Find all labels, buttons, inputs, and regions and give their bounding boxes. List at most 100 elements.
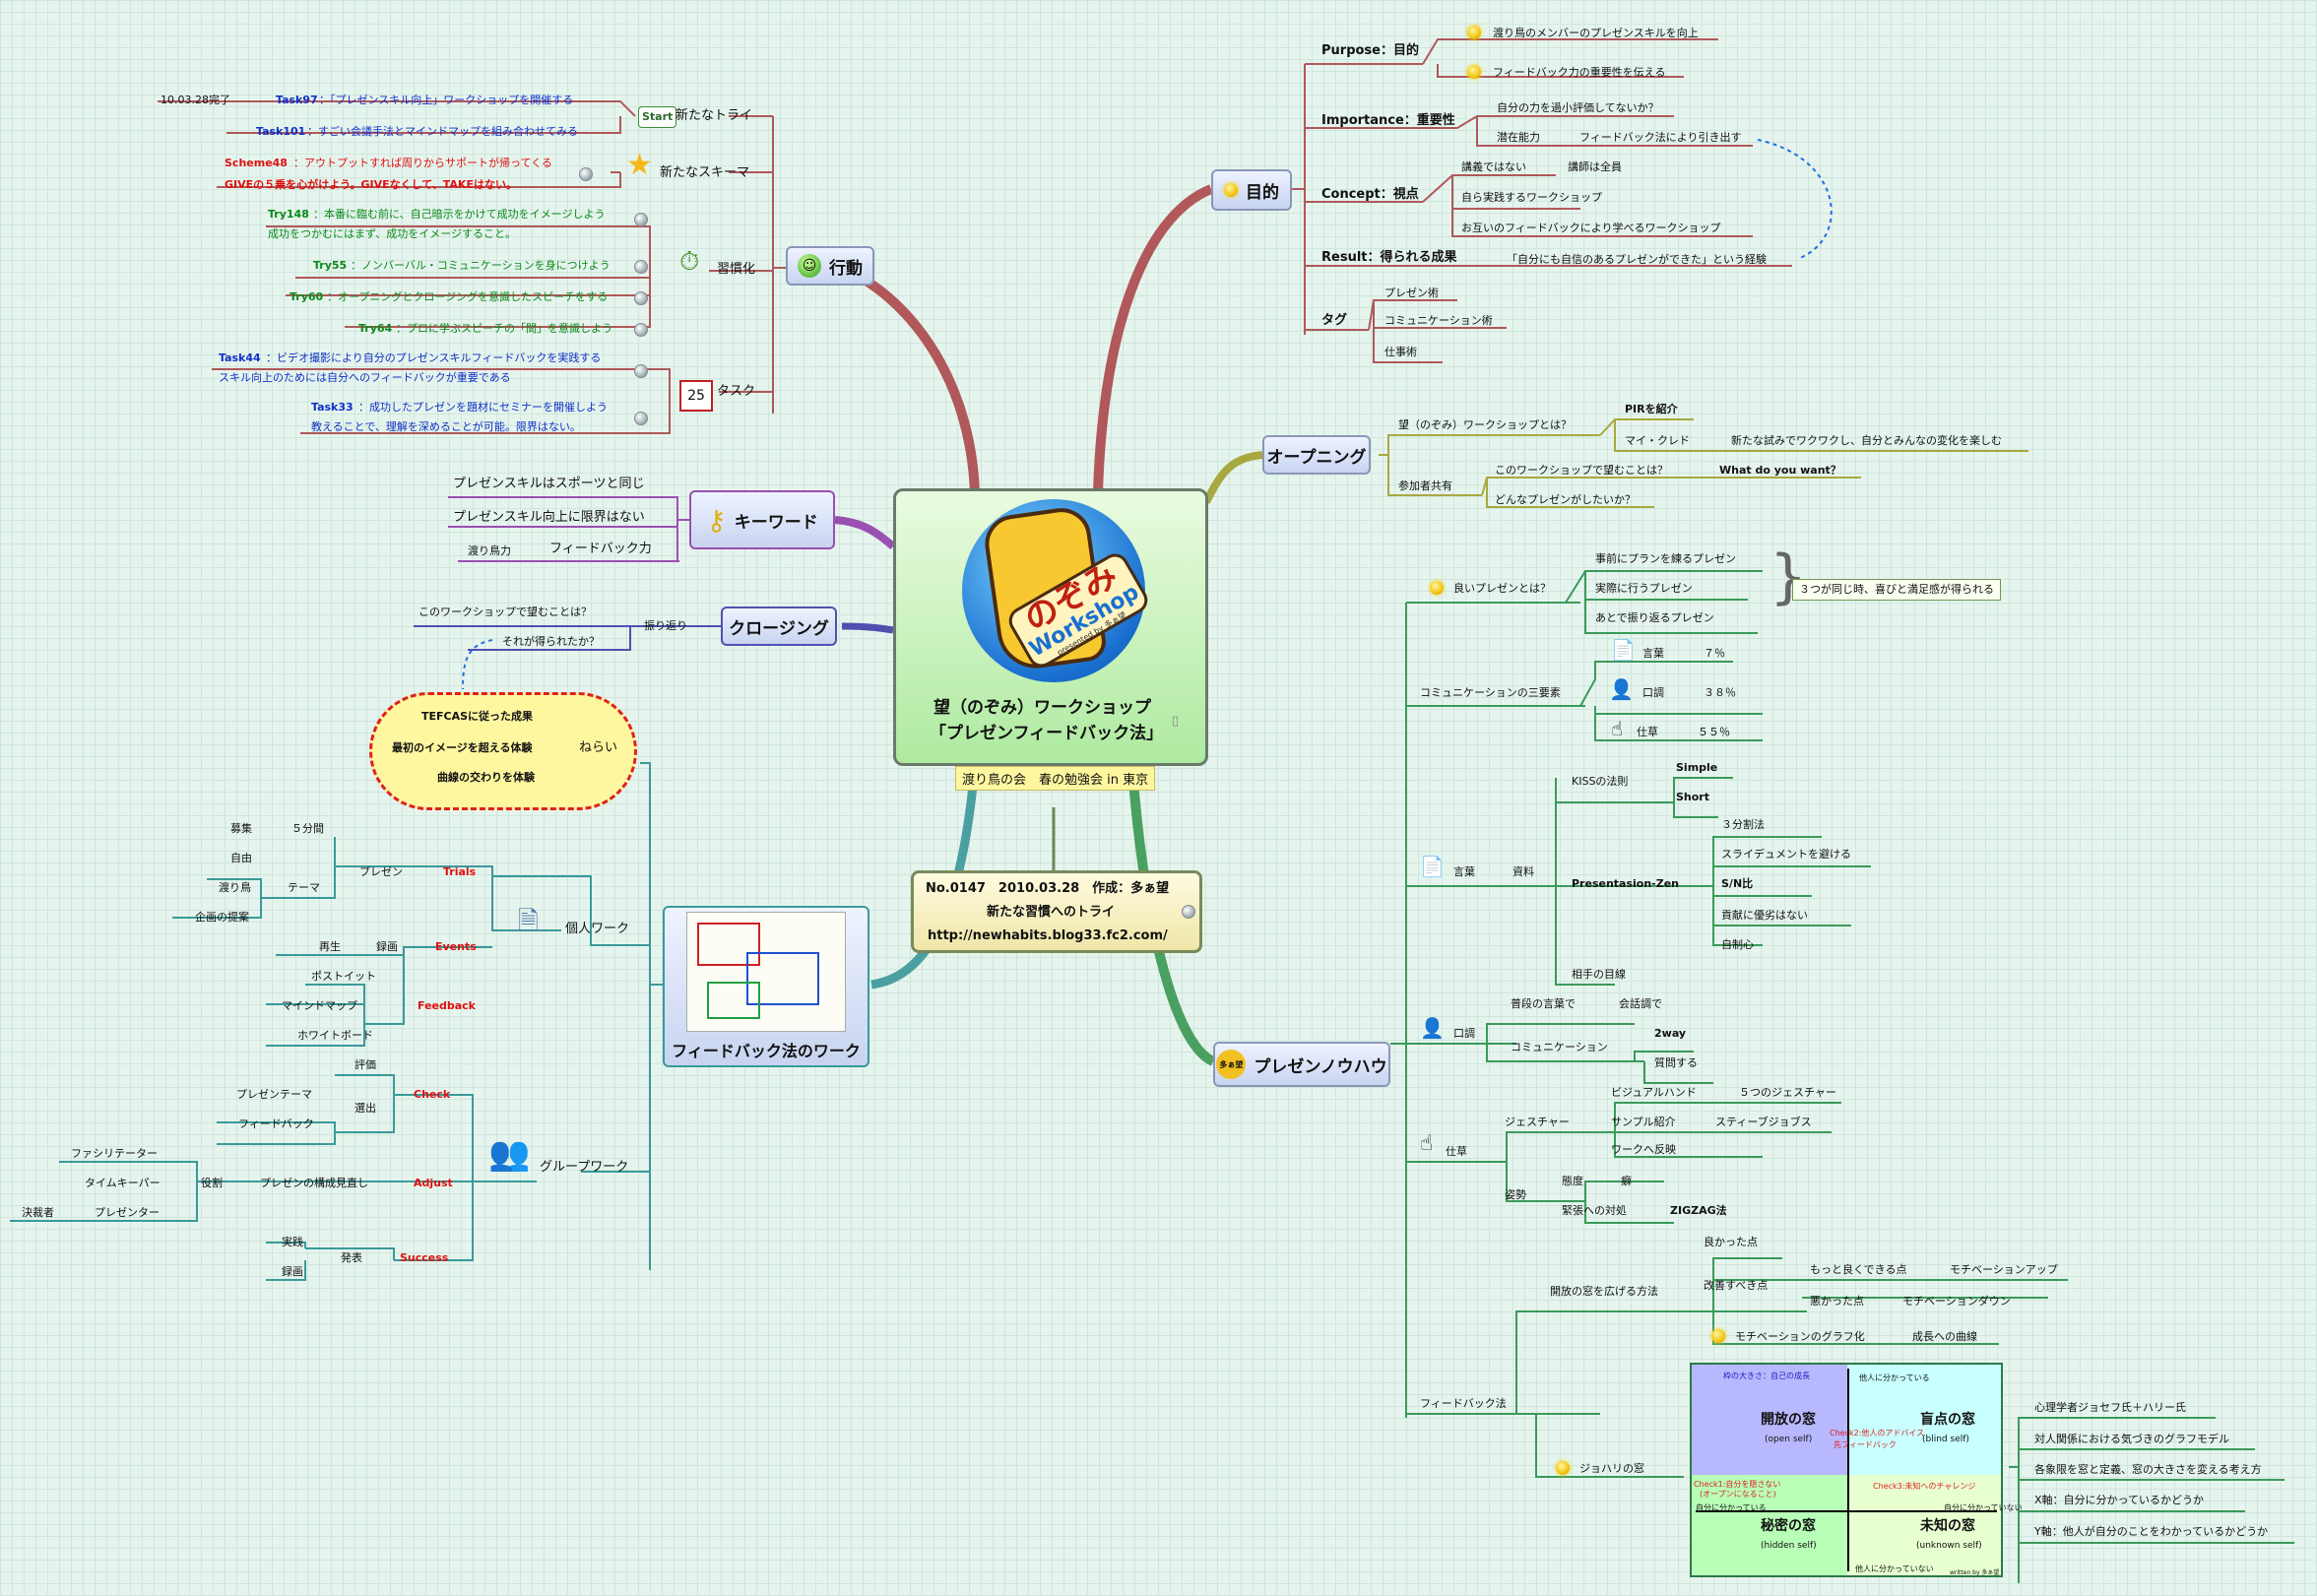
fb-johari[interactable]: ジョハリの窓: [1579, 1462, 1644, 1475]
johari-note-1[interactable]: 心理学者ジョセフ氏＋ハリー氏: [2034, 1401, 2186, 1414]
meta-url-link[interactable]: http://newhabits.blog33.fc2.com/: [928, 928, 1168, 943]
link-icon[interactable]: [634, 364, 648, 378]
gesture-shisei[interactable]: 姿勢: [1505, 1188, 1526, 1201]
group-ptheme[interactable]: プレゼンテーマ: [236, 1088, 312, 1101]
keyword-3a[interactable]: 渡り鳥力: [468, 544, 511, 557]
purpose-item-concept[interactable]: Concept：視点: [1321, 187, 1419, 202]
link-icon[interactable]: [634, 213, 648, 226]
meta-info-box[interactable]: No.0147 2010.03.28 作成：多ぁ望 新たな習慣へのトライ htt…: [911, 870, 1202, 953]
good-item-2[interactable]: 実際に行うプレゼン: [1595, 582, 1693, 595]
group-facil[interactable]: ファシリテーター: [71, 1147, 158, 1160]
opening-pir[interactable]: PIRを紹介: [1625, 403, 1678, 415]
topic-action[interactable]: ☺ 行動: [786, 246, 874, 286]
importance-sub-1[interactable]: 自分の力を過小評価してないか？: [1497, 101, 1659, 114]
fb-graph[interactable]: モチベーションのグラフ化: [1735, 1330, 1865, 1343]
topic-closing[interactable]: クロージング: [721, 606, 837, 646]
aim-item-2[interactable]: 最初のイメージを超える体験: [392, 741, 533, 754]
individual-wataridori[interactable]: 渡り鳥: [219, 881, 251, 894]
individual-boshu-value[interactable]: ５分間: [291, 822, 324, 835]
central-topic[interactable]: のぞみ Workshop presented by 多ぁ望 望（のぞみ）ワークシ…: [893, 488, 1208, 766]
closing-q1[interactable]: このワークショップで望むことは？: [418, 606, 592, 618]
individual-kikaku[interactable]: 企画の提案: [195, 911, 249, 924]
keyword-1[interactable]: プレゼンスキルはスポーツと同じ: [453, 477, 645, 491]
try148-text[interactable]: ：本番に臨む前に、自己暗示をかけて成功をイメージしよう: [313, 208, 606, 221]
tone-label[interactable]: 口調: [1453, 1027, 1475, 1040]
good-presen[interactable]: 良いプレゼンとは？: [1453, 582, 1551, 595]
gesture-kinchou[interactable]: 緊張への対処: [1562, 1204, 1627, 1217]
action-schema[interactable]: 新たなスキーマ: [660, 165, 750, 180]
words-z5[interactable]: 自制心: [1721, 938, 1754, 951]
try60-text[interactable]: ：オープニングとクロージングを意識したスピーチをする: [327, 290, 609, 303]
good-item-3[interactable]: あとで振り返るプレゼン: [1595, 611, 1714, 624]
words-label[interactable]: 言葉: [1453, 865, 1475, 878]
link-icon[interactable]: [579, 167, 593, 181]
opening-myclado-text[interactable]: 新たな試みでワクワクし、自分とみんなの変化を楽しむ: [1731, 434, 2002, 447]
words-kiss[interactable]: KISSの法則: [1572, 775, 1629, 788]
concept-sub-2[interactable]: 講師は全員: [1568, 160, 1622, 173]
concept-sub-3[interactable]: 自ら実践するワークショップ: [1461, 191, 1602, 204]
group-fb[interactable]: フィードバック: [238, 1117, 314, 1130]
importance-sub-2[interactable]: 潜在能力: [1497, 131, 1540, 144]
group-kosei[interactable]: プレゼンの構成見直し: [260, 1177, 368, 1189]
try55-id[interactable]: Try55: [313, 259, 348, 272]
three-value-3[interactable]: ５５％: [1698, 726, 1730, 738]
group-sentei[interactable]: 選出: [354, 1102, 376, 1115]
group-work[interactable]: グループワーク: [540, 1160, 629, 1175]
task33-text2[interactable]: 教えることで、理解を深めることが可能。限界はない。: [311, 420, 581, 433]
words-aite[interactable]: 相手の目線: [1572, 968, 1626, 981]
scheme48-id[interactable]: Scheme48: [225, 157, 288, 169]
group-kettei[interactable]: 決裁者: [22, 1206, 54, 1219]
words-short[interactable]: Short: [1676, 791, 1709, 803]
opening-q2[interactable]: このワークショップで望むことは？: [1495, 464, 1668, 477]
link-icon[interactable]: [634, 412, 648, 425]
purpose-sub-2[interactable]: フィードバック力の重要性を伝える: [1493, 66, 1666, 79]
tone-kaiwa[interactable]: 会話調で: [1619, 997, 1662, 1010]
words-z2[interactable]: スライデュメントを避ける: [1721, 848, 1851, 861]
tone-shitsumon[interactable]: 質問する: [1654, 1056, 1698, 1069]
fb-method[interactable]: フィードバック法: [1420, 1397, 1507, 1410]
johari-note-3[interactable]: 各象限を窓と定義、窓の大きさを変える考え方: [2034, 1463, 2262, 1476]
fb-bad[interactable]: 悪かった点: [1810, 1295, 1864, 1308]
scheme48-text[interactable]: ：アウトプットすれば周りからサポートが帰ってくる: [293, 157, 552, 169]
try55-text[interactable]: ：ノンバーバル・コミュニケーションを身につけよう: [351, 259, 611, 272]
group-rokuga[interactable]: 録画: [282, 1265, 303, 1278]
link-icon[interactable]: [634, 260, 648, 274]
tone-2way[interactable]: 2way: [1654, 1027, 1687, 1040]
fb-open[interactable]: 開放の窓を広げる方法: [1550, 1285, 1658, 1298]
opening-q1[interactable]: 望（のぞみ）ワークショップとは？: [1398, 418, 1572, 431]
gesture-taido[interactable]: 態度: [1562, 1175, 1583, 1187]
try60-id[interactable]: Try60: [290, 290, 324, 303]
opening-myclado[interactable]: マイ・クレド: [1625, 434, 1690, 447]
individual-jiyu[interactable]: 自由: [230, 852, 252, 864]
aim-label[interactable]: ねらい: [579, 740, 618, 755]
fb-good[interactable]: 良かった点: [1704, 1236, 1758, 1248]
concept-sub-1[interactable]: 講義ではない: [1461, 160, 1526, 173]
task44-id[interactable]: Task44: [219, 351, 261, 364]
closing-q2[interactable]: それが得られたか？: [502, 635, 600, 648]
action-task[interactable]: タスク: [717, 384, 756, 399]
gesture-jobs[interactable]: スティーブジョブス: [1715, 1116, 1812, 1128]
individual-trials[interactable]: Trials: [443, 865, 477, 878]
topic-feedback-work[interactable]: フィードバック法のワーク: [663, 906, 869, 1067]
three-value-2[interactable]: ３８％: [1704, 686, 1736, 699]
fb-motto[interactable]: もっと良くできる点: [1810, 1263, 1907, 1276]
try64-text[interactable]: ：プロに学ぶスピーチの「間」を意識しよう: [396, 322, 612, 335]
topic-keyword[interactable]: ⚷ キーワード: [689, 490, 835, 549]
aim-item-1[interactable]: TEFCASに従った成果: [421, 710, 534, 723]
purpose-sub-1[interactable]: 渡り鳥のメンバーのプレゼンスキルを向上: [1493, 27, 1699, 39]
aim-item-3[interactable]: 曲線の交わりを体験: [437, 771, 535, 784]
try64-id[interactable]: Try64: [358, 322, 393, 335]
gesture-sample[interactable]: サンプル紹介: [1611, 1116, 1676, 1128]
group-happyo[interactable]: 発表: [341, 1251, 362, 1264]
try148-text2[interactable]: 成功をつかむにはまず、成功をイメージすること。: [268, 227, 517, 240]
three-word-1[interactable]: 言葉: [1642, 647, 1664, 660]
words-simple[interactable]: Simple: [1676, 761, 1718, 774]
purpose-item-tag[interactable]: タグ: [1321, 313, 1348, 328]
task97-id[interactable]: Task97: [276, 94, 318, 106]
topic-opening[interactable]: オープニング: [1262, 435, 1371, 475]
tag-sub-2[interactable]: コミュニケーション術: [1384, 314, 1493, 327]
individual-whiteboard[interactable]: ホワイトボード: [297, 1029, 373, 1042]
task44-text2[interactable]: スキル向上のためには自分へのフィードバックが重要である: [219, 371, 511, 384]
gesture-label[interactable]: 仕草: [1446, 1145, 1467, 1158]
keyword-3b[interactable]: フィードバック力: [549, 542, 652, 556]
